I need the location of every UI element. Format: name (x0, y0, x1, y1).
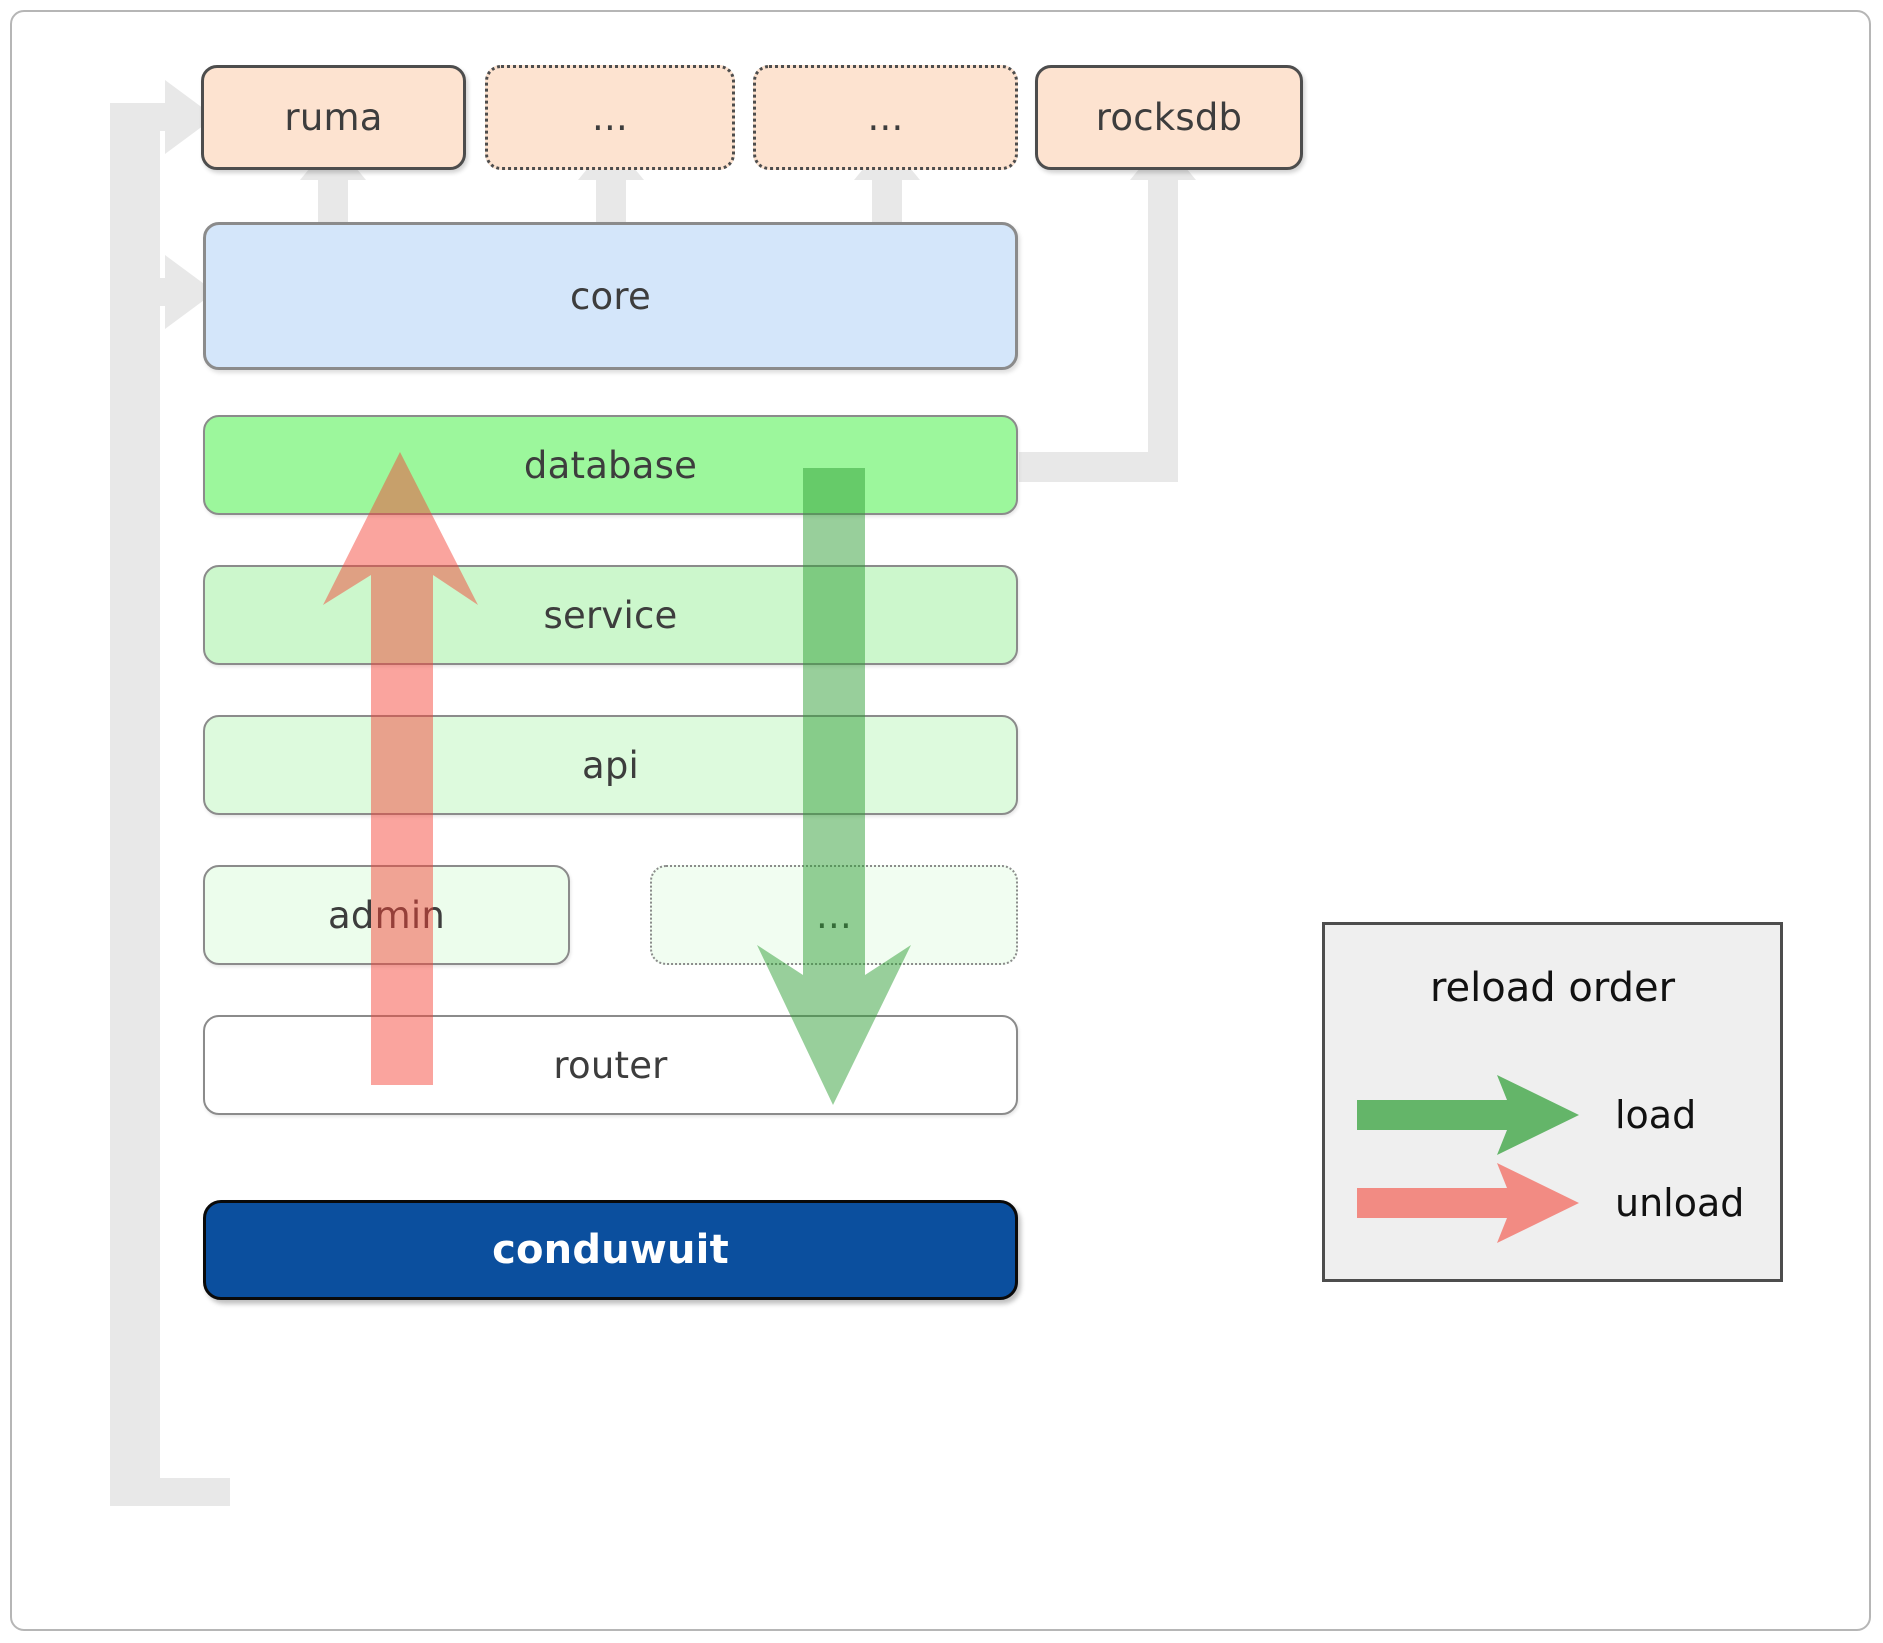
legend-panel: reload order load unload (1322, 922, 1783, 1282)
module-node-api[interactable]: api (203, 715, 1018, 815)
dependency-node-ellipsis-1[interactable]: ... (485, 65, 735, 170)
load-arrow (757, 468, 911, 1105)
dependency-node-rocksdb[interactable]: rocksdb (1035, 65, 1303, 170)
unload-arrow (323, 452, 478, 1085)
module-node-service[interactable]: service (203, 565, 1018, 665)
legend-row-load: load (1325, 1075, 1780, 1155)
legend-title: reload order (1429, 965, 1676, 1011)
module-node-core[interactable]: core (203, 222, 1018, 370)
legend-row-unload: unload (1325, 1163, 1780, 1243)
load-arrow-swatch (1357, 1075, 1587, 1155)
legend-label-unload: unload (1615, 1181, 1745, 1225)
module-node-ellipsis[interactable]: ... (650, 865, 1018, 965)
unload-arrow-swatch (1357, 1163, 1587, 1243)
legend-label-load: load (1615, 1093, 1697, 1137)
dependency-node-ellipsis-2[interactable]: ... (753, 65, 1018, 170)
